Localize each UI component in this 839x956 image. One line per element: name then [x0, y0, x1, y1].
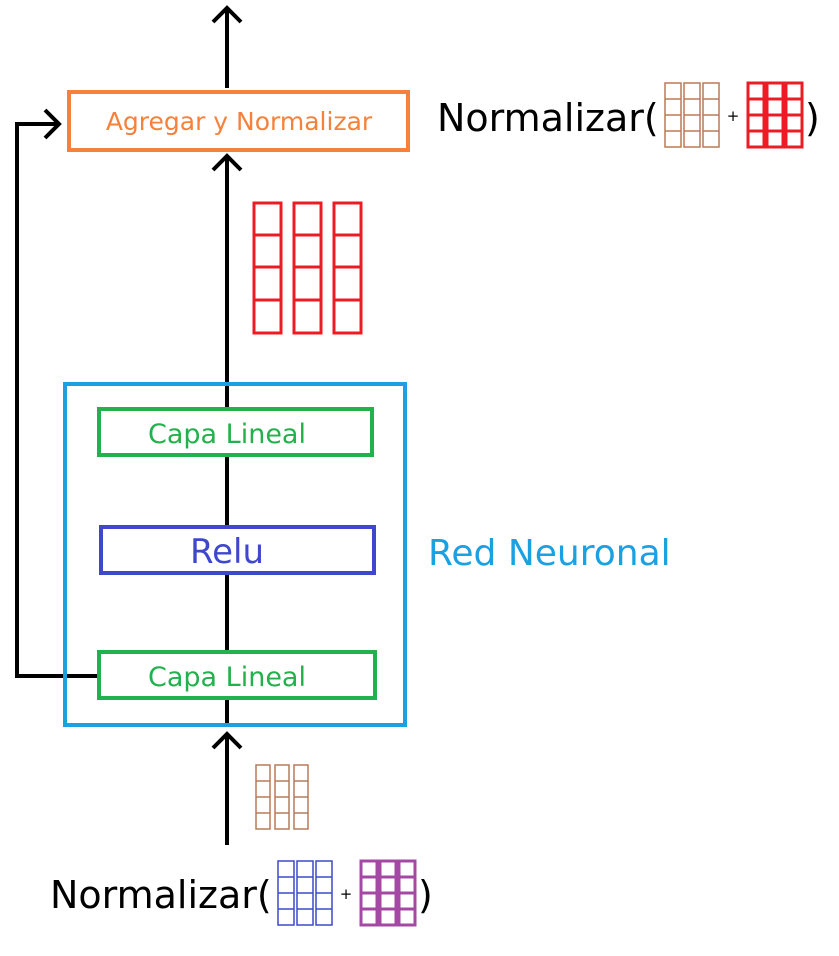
relu-layer-label: Relu — [190, 532, 264, 572]
residual-connection-line — [15, 122, 98, 678]
linear-layer-top-label: Capa Lineal — [148, 419, 306, 450]
input-formula-plus: + — [340, 885, 353, 903]
output-arrow-head — [211, 5, 243, 24]
relu-layer-box — [99, 525, 376, 575]
ffn-input-matrix — [255, 764, 309, 830]
neural-network-label: Red Neuronal — [428, 533, 671, 574]
residual-arrow-head — [43, 108, 62, 140]
output-formula-matrix-b — [746, 81, 804, 149]
linear-layer-bottom-box — [97, 650, 377, 700]
output-formula-prefix: Normalizar( — [437, 96, 659, 140]
output-formula-suffix: ) — [805, 96, 820, 140]
linear-layer-top-box — [97, 407, 374, 457]
ffn-output-matrix — [252, 201, 363, 335]
add-normalize-box — [67, 90, 410, 152]
input-formula-matrix-a — [277, 860, 333, 926]
input-formula: Normalizar( + ) — [50, 859, 433, 927]
output-formula-plus: + — [727, 107, 740, 125]
input-formula-matrix-b — [359, 859, 417, 927]
output-formula: Normalizar( + ) — [437, 81, 820, 149]
linear-layer-bottom-label: Capa Lineal — [148, 662, 306, 693]
add-normalize-label: Agregar y Normalizar — [106, 107, 373, 136]
input-formula-suffix: ) — [418, 873, 433, 917]
neural-network-box — [63, 382, 407, 727]
output-formula-matrix-a — [664, 82, 720, 148]
add-norm-input-arrow-head — [211, 153, 243, 172]
input-formula-prefix: Normalizar( — [50, 873, 272, 917]
input-arrow-head — [211, 731, 243, 750]
